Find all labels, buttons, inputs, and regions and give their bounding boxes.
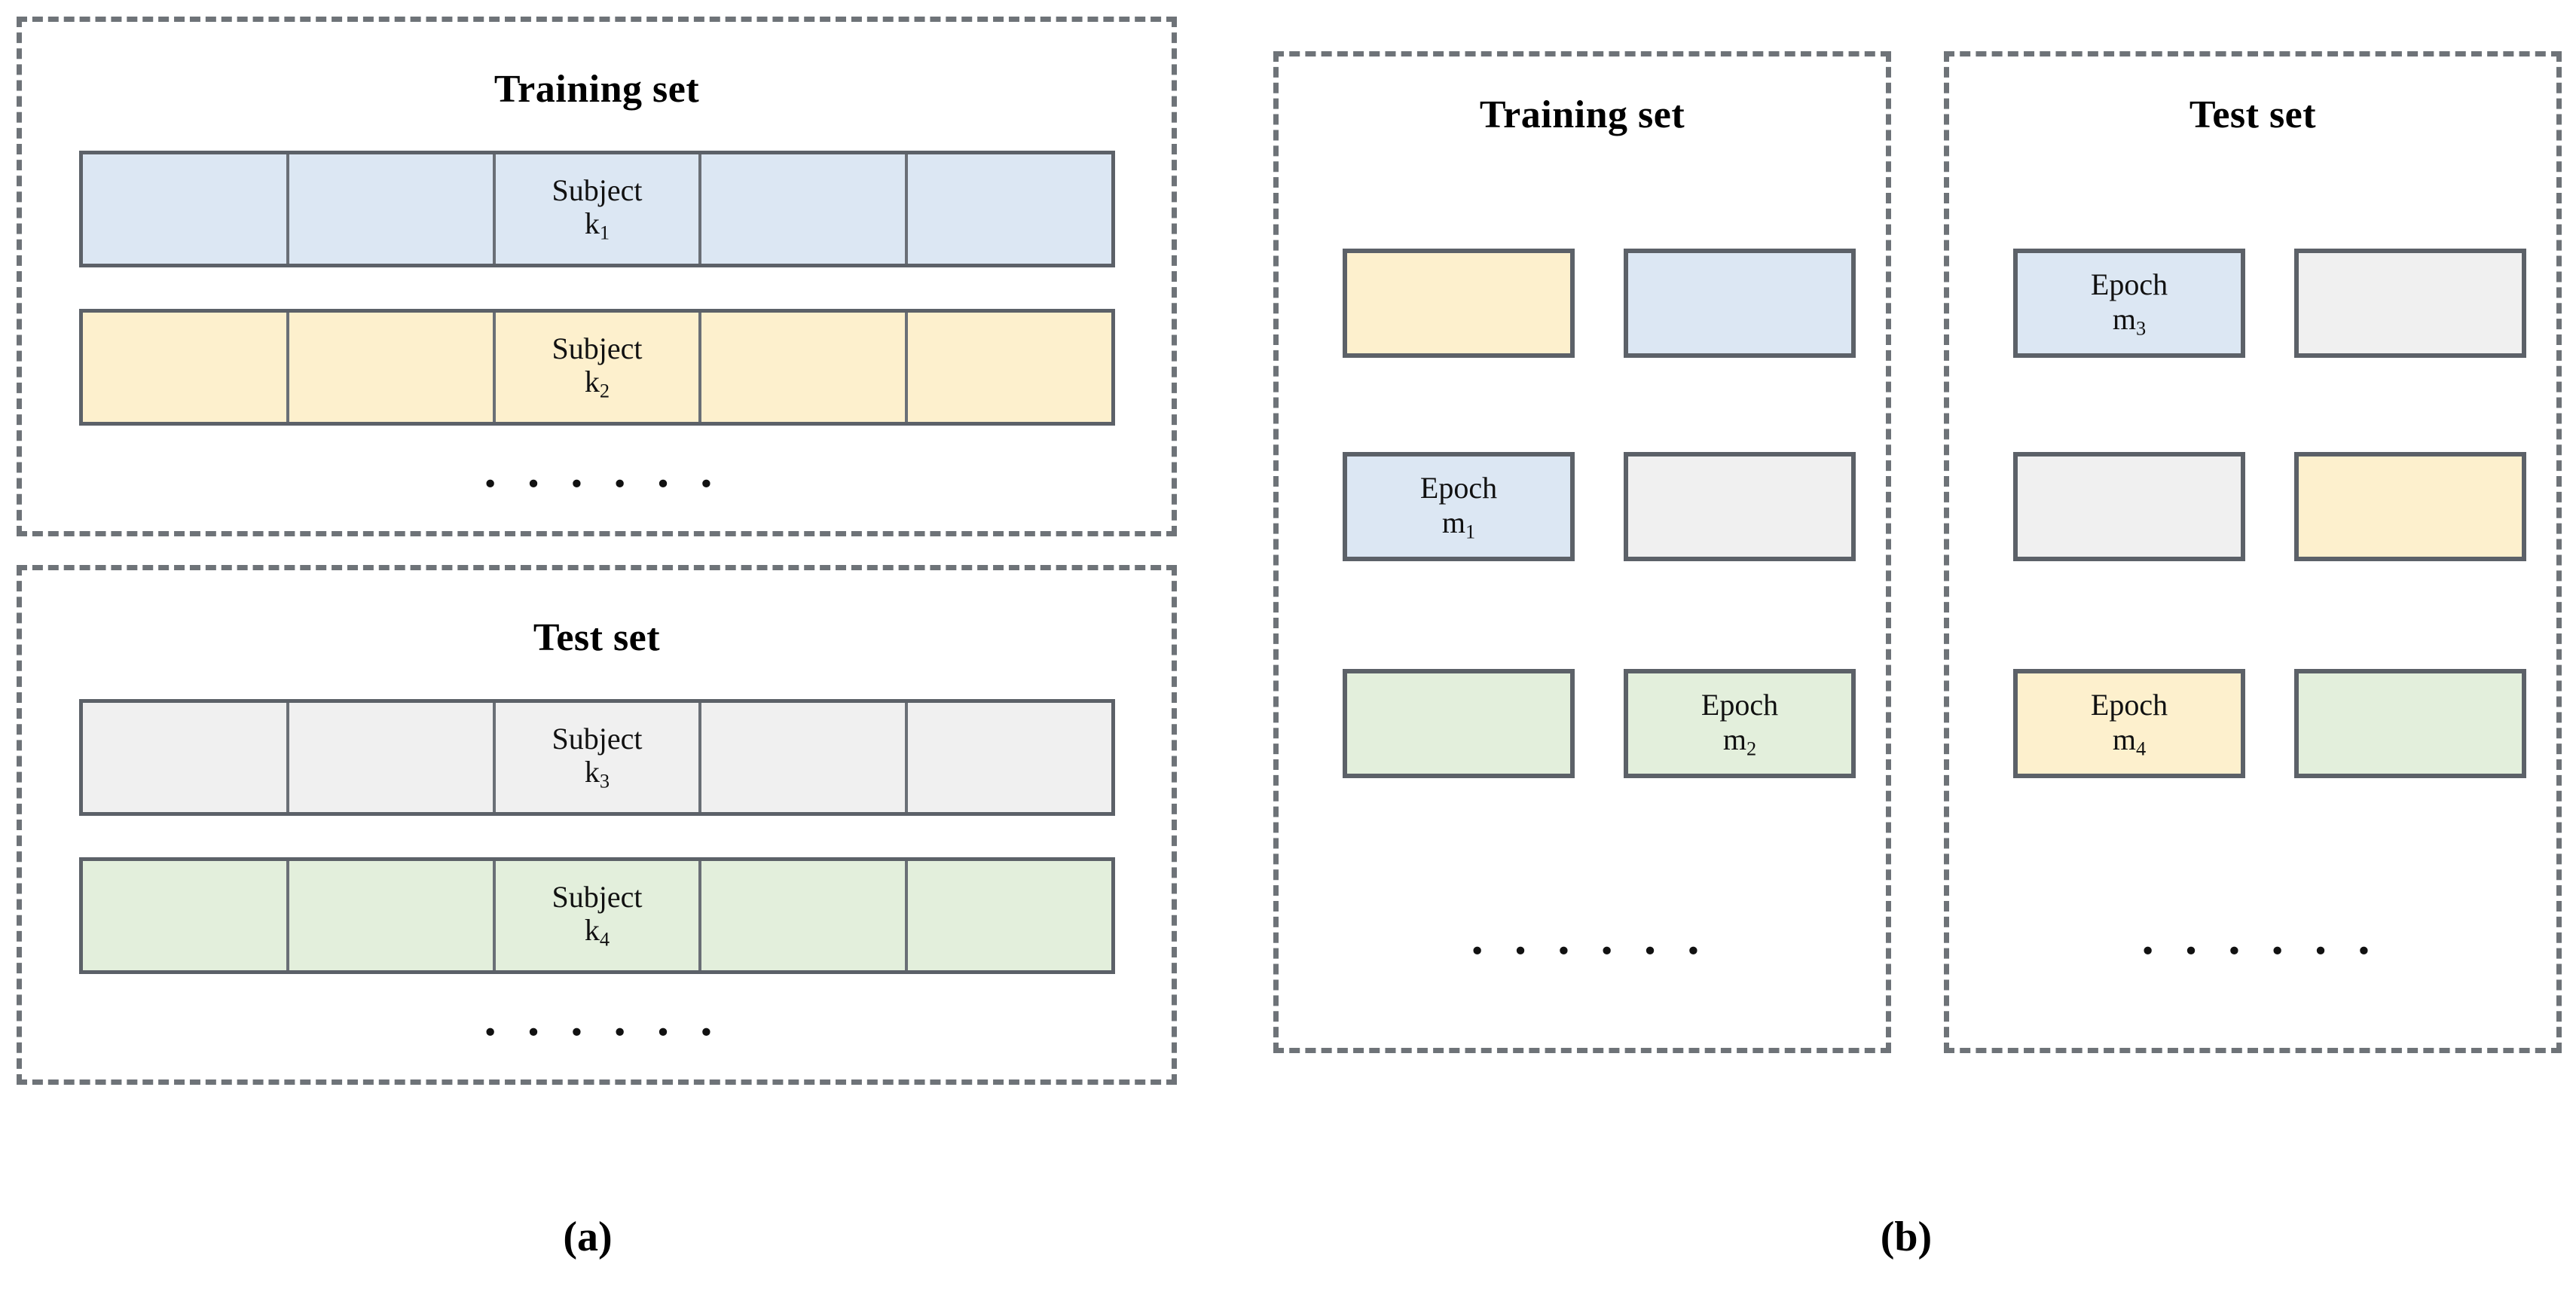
subject-label-line2: k3 (584, 755, 610, 792)
subject-label-line1: Subject (552, 879, 643, 914)
epoch-block[interactable] (1343, 249, 1575, 358)
strip-cell (701, 154, 909, 264)
strip-cell (83, 703, 289, 812)
panel-a-test-set-title: Test set (533, 616, 661, 659)
subject-strip-k4[interactable]: Subject k4 (79, 857, 1115, 974)
strip-cell (908, 154, 1111, 264)
strip-cell (83, 313, 289, 422)
strip-cell-label: Subject k3 (496, 703, 702, 812)
panel-a-training-ellipsis: · · · · · · (482, 457, 723, 510)
subject-label-line2: k1 (584, 206, 610, 244)
strip-cell-label: Subject k1 (496, 154, 702, 264)
epoch-block-m1[interactable]: Epoch m1 (1343, 452, 1575, 561)
subject-strip-k3[interactable]: Subject k3 (79, 699, 1115, 816)
epoch-block-m3[interactable]: Epoch m3 (2013, 249, 2245, 358)
epoch-label-line2: m2 (1722, 722, 1757, 759)
epoch-block[interactable] (2013, 452, 2245, 561)
epoch-label-line1: Epoch (2090, 267, 2168, 301)
subject-label-line1: Subject (552, 173, 643, 207)
strip-cell (908, 703, 1111, 812)
epoch-block[interactable] (2294, 452, 2526, 561)
strip-cell-label: Subject k2 (496, 313, 702, 422)
panel-b-training-ellipsis: · · · · · · (1469, 924, 1710, 977)
strip-cell (289, 154, 496, 264)
epoch-block[interactable] (2294, 669, 2526, 778)
strip-cell (289, 313, 496, 422)
strip-cell (83, 861, 289, 970)
strip-cell (701, 313, 909, 422)
epoch-block[interactable] (1343, 669, 1575, 778)
strip-cell (701, 703, 909, 812)
subject-label-line2: k2 (584, 365, 610, 402)
subject-strip-k2[interactable]: Subject k2 (79, 309, 1115, 426)
panel-b-test-set-title: Test set (2189, 93, 2317, 136)
epoch-block[interactable] (2294, 249, 2526, 358)
epoch-block[interactable] (1624, 249, 1856, 358)
strip-cell (701, 861, 909, 970)
subject-strip-k1[interactable]: Subject k1 (79, 151, 1115, 267)
figure-caption-a: (a) (563, 1214, 613, 1260)
epoch-label-line2: m3 (2112, 301, 2147, 339)
epoch-label-line1: Epoch (1419, 470, 1498, 505)
strip-cell (83, 154, 289, 264)
panel-a-test-set-box: Test set (17, 565, 1177, 1085)
epoch-block-m4[interactable]: Epoch m4 (2013, 669, 2245, 778)
panel-a-training-set-title: Training set (494, 68, 700, 111)
strip-cell-label: Subject k4 (496, 861, 702, 970)
subject-label-line2: k4 (584, 913, 610, 951)
strip-cell (908, 861, 1111, 970)
subject-label-line1: Subject (552, 331, 643, 365)
panel-a-test-ellipsis: · · · · · · (482, 1005, 723, 1058)
epoch-label-line2: m4 (2112, 722, 2147, 759)
epoch-label-line1: Epoch (1701, 687, 1779, 722)
epoch-block-m2[interactable]: Epoch m2 (1624, 669, 1856, 778)
epoch-label-line1: Epoch (2090, 687, 2168, 722)
epoch-block[interactable] (1624, 452, 1856, 561)
panel-b-training-set-title: Training set (1479, 93, 1685, 136)
epoch-label-line2: m1 (1441, 505, 1476, 542)
strip-cell (289, 703, 496, 812)
panel-a-training-set-box: Training set (17, 17, 1177, 536)
panel-b-test-ellipsis: · · · · · · (2140, 924, 2380, 977)
strip-cell (289, 861, 496, 970)
subject-label-line1: Subject (552, 721, 643, 756)
figure-caption-b: (b) (1880, 1214, 1933, 1260)
strip-cell (908, 313, 1111, 422)
